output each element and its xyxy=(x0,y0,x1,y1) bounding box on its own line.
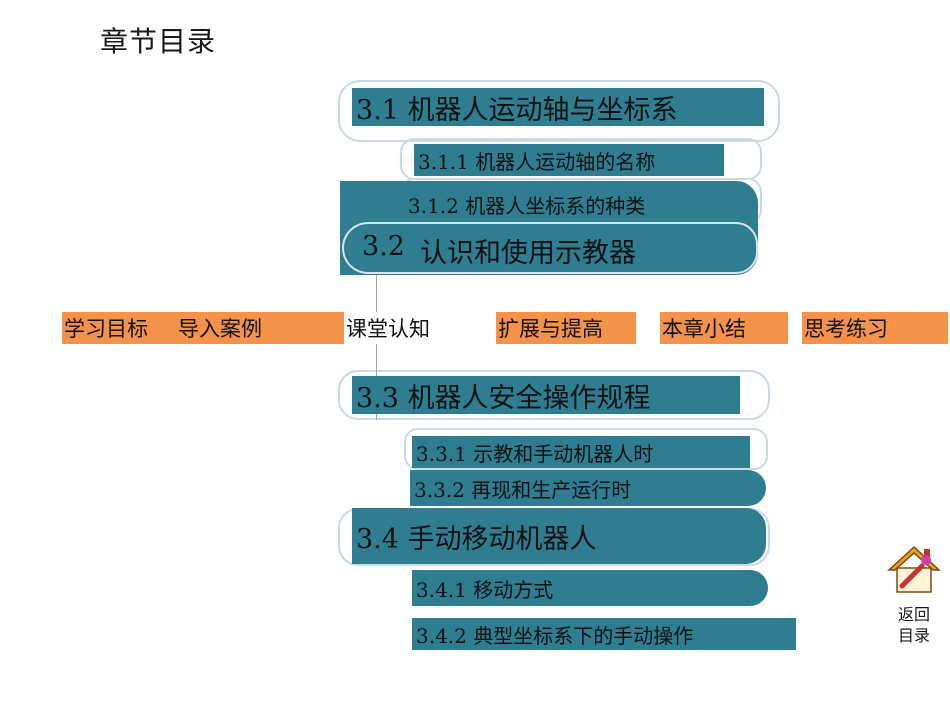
section-3-2-number[interactable]: 3.2 xyxy=(362,231,405,262)
section-3-2[interactable]: 认识和使用示教器 xyxy=(420,238,636,269)
section-3-1-1[interactable]: 3.1.1 机器人运动轴的名称 xyxy=(414,144,724,176)
nav-item-exercises[interactable]: 思考练习 xyxy=(802,312,948,344)
section-3-3-1[interactable]: 3.3.1 示教和手动机器人时 xyxy=(412,436,750,468)
section-3-1[interactable]: 3.1 机器人运动轴与坐标系 xyxy=(352,88,764,126)
nav-item-summary[interactable]: 本章小结 xyxy=(660,312,788,344)
section-3-4-2[interactable]: 3.4.2 典型坐标系下的手动操作 xyxy=(412,618,796,650)
section-outline xyxy=(338,80,780,142)
section-outline xyxy=(342,222,406,274)
home-edit-icon[interactable] xyxy=(886,544,942,596)
section-3-4-1[interactable]: 3.4.1 移动方式 xyxy=(412,570,768,606)
section-outline xyxy=(338,370,770,420)
nav-item-intro-case[interactable]: 导入案例 xyxy=(178,317,262,341)
page-title: 章节目录 xyxy=(100,25,217,58)
nav-item-classroom[interactable]: 课堂认知 xyxy=(344,312,486,344)
section-3-4[interactable]: 3.4 手动移动机器人 xyxy=(352,508,766,564)
section-3-3-2[interactable]: 3.3.2 再现和生产运行时 xyxy=(410,470,766,506)
section-3-1-2[interactable]: 3.1.2 机器人坐标系的种类 xyxy=(408,193,646,218)
section-outline xyxy=(404,428,768,470)
nav-study-goals-intro-case: 学习目标 导入案例 xyxy=(62,312,344,344)
back-to-contents-link[interactable]: 返回 目录 xyxy=(897,605,930,645)
connector-line xyxy=(376,270,377,420)
section-outline xyxy=(404,222,758,274)
section-3-3[interactable]: 3.3 机器人安全操作规程 xyxy=(352,376,740,414)
nav-item-study-goals[interactable]: 学习目标 xyxy=(64,317,148,341)
nav-item-extension[interactable]: 扩展与提高 xyxy=(496,312,636,344)
